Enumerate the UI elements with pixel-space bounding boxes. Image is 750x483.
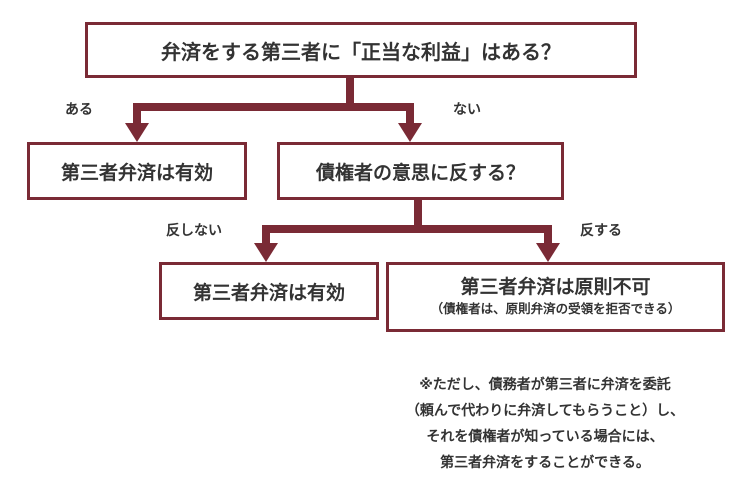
branch-label-not-against: 反しない: [166, 223, 222, 239]
branch-label-no: ない: [453, 102, 481, 118]
arrowhead-valid2: [254, 243, 278, 262]
result-invalid-third-party-payment: 第三者弁済は原則不可 （債権者は、原則弁済の受領を拒否できる）: [386, 262, 725, 332]
question-legitimate-interest: 弁済をする第三者に「正当な利益」はある？: [85, 22, 637, 78]
branch-label-yes: ある: [65, 102, 93, 118]
arrowhead-invalid: [536, 243, 560, 262]
note-line: （頼んで代わりに弁済してもらうこと）し、: [405, 403, 685, 419]
branch-label-against: 反する: [580, 223, 622, 239]
exception-note: ※ただし、債務者が第三者に弁済を委託 （頼んで代わりに弁済してもらうこと）し、 …: [360, 372, 730, 476]
arrowhead-q2: [398, 123, 422, 142]
question-legitimate-interest-text: 弁済をする第三者に「正当な利益」はある？: [161, 39, 561, 64]
note-line: ※ただし、債務者が第三者に弁済を委託: [419, 377, 671, 393]
arrowhead-valid1: [125, 123, 149, 142]
result-invalid-sub-text: （債権者は、原則弁済の受領を拒否できる）: [430, 301, 681, 316]
result-valid-1-text: 第三者弁済は有効: [60, 161, 213, 184]
result-valid-third-party-payment-1: 第三者弁済は有効: [27, 142, 247, 200]
note-line: それを債権者が知っている場合には、: [426, 429, 664, 445]
result-valid-third-party-payment-2: 第三者弁済は有効: [159, 262, 379, 320]
result-valid-2-text: 第三者弁済は有効: [192, 281, 345, 304]
result-invalid-main-text: 第三者弁済は原則不可: [460, 276, 651, 298]
question-against-creditor-will: 債権者の意思に反する？: [277, 142, 564, 200]
note-line: 第三者弁済をすることができる。: [440, 455, 650, 471]
question-against-creditor-will-text: 債権者の意思に反する？: [315, 161, 525, 184]
